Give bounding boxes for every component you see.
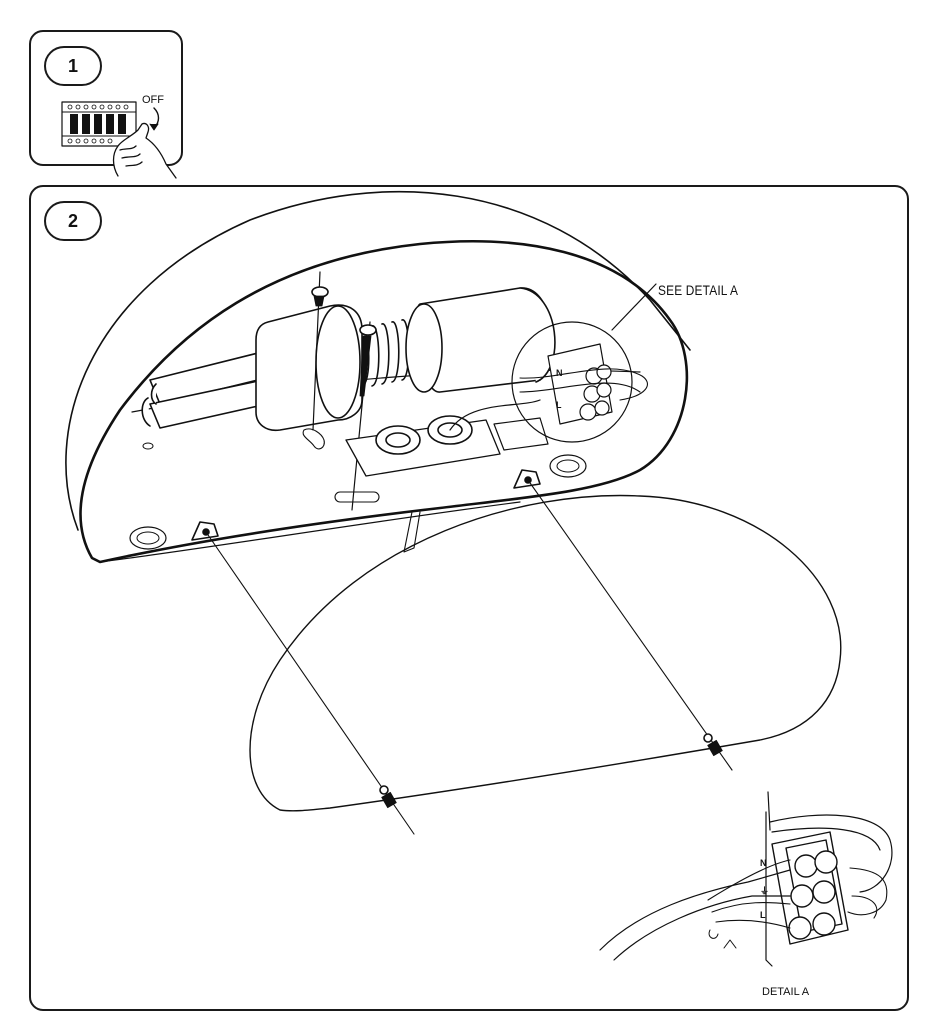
diffuser-cover: [249, 494, 842, 812]
detail-a-marker: [511, 321, 633, 443]
fixing-lug: [513, 469, 541, 489]
svg-text:L: L: [556, 400, 562, 410]
step-2-number: 2: [44, 201, 102, 241]
fixing-lug: [191, 521, 219, 541]
terminal-block: [547, 343, 613, 425]
cable-grommet: [345, 415, 501, 477]
lamp-holder: [255, 304, 363, 432]
svg-text:N: N: [556, 368, 563, 378]
see-detail-callout: SEE DETAIL A: [658, 282, 739, 298]
screw-icon: [703, 733, 723, 757]
screw-icon: [311, 271, 329, 431]
step-1-number: 1: [44, 46, 102, 86]
lamp-base-outer-shell: [65, 190, 691, 531]
off-label: OFF: [142, 94, 164, 106]
breaker-panel-icon: [61, 101, 137, 147]
svg-text:N: N: [760, 858, 767, 868]
detail-a-label: DETAIL A: [762, 986, 810, 998]
svg-text:L: L: [760, 910, 766, 920]
detail-a-illustration: N ⏚ L: [599, 791, 893, 967]
ballast-cylinder: [405, 287, 556, 393]
lamp-base-back-plate: [79, 239, 689, 564]
svg-text:⏚: ⏚: [760, 886, 769, 896]
screw-icon: [351, 321, 377, 511]
hand-icon: [112, 122, 177, 179]
off-arrow-head-icon: [149, 123, 159, 131]
screw-icon: [379, 785, 397, 809]
step-1-panel: 1: [29, 30, 183, 166]
